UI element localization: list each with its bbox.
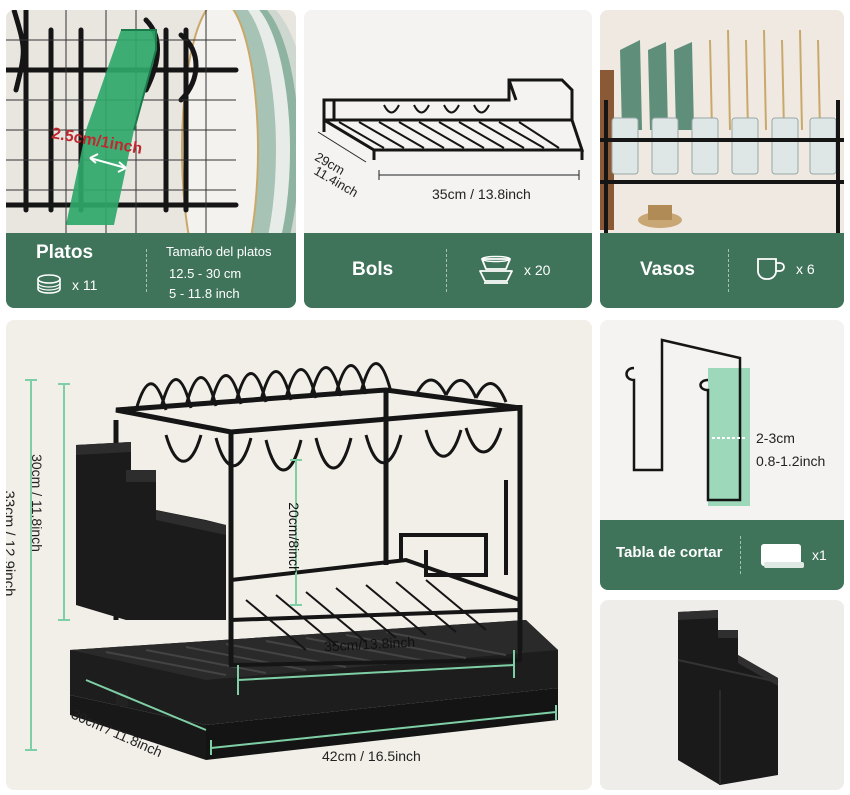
bowls-panel: 29cm 11.4inch 35cm / 13.8inch Bols x 20 [304, 10, 592, 308]
cutting-board-divider [740, 536, 741, 574]
plates-rack-illustration [6, 10, 296, 233]
plates-photo: 2.5cm/1inch [6, 10, 296, 233]
bowls-divider [446, 249, 447, 292]
rack-height-label: 30cm / 11.8inch [28, 454, 45, 552]
rack-tier-height-label: 20cm/8inch [285, 502, 302, 574]
glasses-title: Vasos [640, 259, 695, 280]
rack-total-width-label: 42cm / 16.5inch [322, 748, 421, 764]
plates-size-title: Tamaño del platos [166, 244, 272, 259]
rack-total-height-label: 33cm / 12.9inch [6, 490, 18, 597]
hook-panel: 2-3cm 0.8-1.2inch Tabla de cortar x1 [600, 320, 844, 590]
bowl-tray-illustration [317, 78, 585, 180]
plates-size-inch: 5 - 11.8 inch [169, 286, 240, 301]
plates-stack-icon [36, 271, 62, 297]
bowls-title: Bols [352, 259, 394, 280]
plates-info-band: Platos x 11 Tamaño del platos 12.5 - 30 … [6, 233, 296, 308]
hook-size-cm: 2-3cm [756, 430, 795, 446]
glasses-rack-illustration [600, 10, 844, 233]
utensil-holder-panel [600, 600, 844, 790]
cutting-board-title: Tabla de cortar [616, 544, 723, 561]
plates-divider [146, 249, 147, 292]
glasses-divider [728, 249, 729, 292]
plates-panel: 2.5cm/1inch Platos x 11 Tamaño del plato… [6, 10, 296, 308]
cutting-board-icon [760, 542, 804, 570]
bowls-info-band: Bols x 20 [304, 233, 592, 308]
utensil-holder-illustration [677, 610, 779, 785]
main-rack-illustration [25, 362, 558, 760]
glasses-photo [600, 10, 844, 233]
hook-illustration [625, 338, 750, 506]
cutting-board-count: x1 [812, 547, 827, 563]
bowls-stack-icon [476, 251, 516, 291]
bowls-count: x 20 [524, 262, 551, 278]
cup-icon [756, 257, 786, 281]
glasses-info-band: Vasos x 6 [600, 233, 844, 308]
bowls-photo: 29cm 11.4inch 35cm / 13.8inch [304, 10, 592, 233]
main-rack-panel: 33cm / 12.9inch 30cm / 11.8inch 20cm/8in… [6, 320, 592, 790]
plates-size-cm: 12.5 - 30 cm [169, 266, 242, 281]
plates-count: x 11 [72, 277, 98, 293]
cutting-board-info-band: Tabla de cortar x1 [600, 520, 844, 590]
plates-title: Platos [36, 242, 94, 263]
bowls-width-label: 35cm / 13.8inch [432, 186, 531, 202]
hook-size-inch: 0.8-1.2inch [756, 453, 826, 469]
glasses-panel: Vasos x 6 [600, 10, 844, 308]
glasses-count: x 6 [796, 261, 815, 277]
